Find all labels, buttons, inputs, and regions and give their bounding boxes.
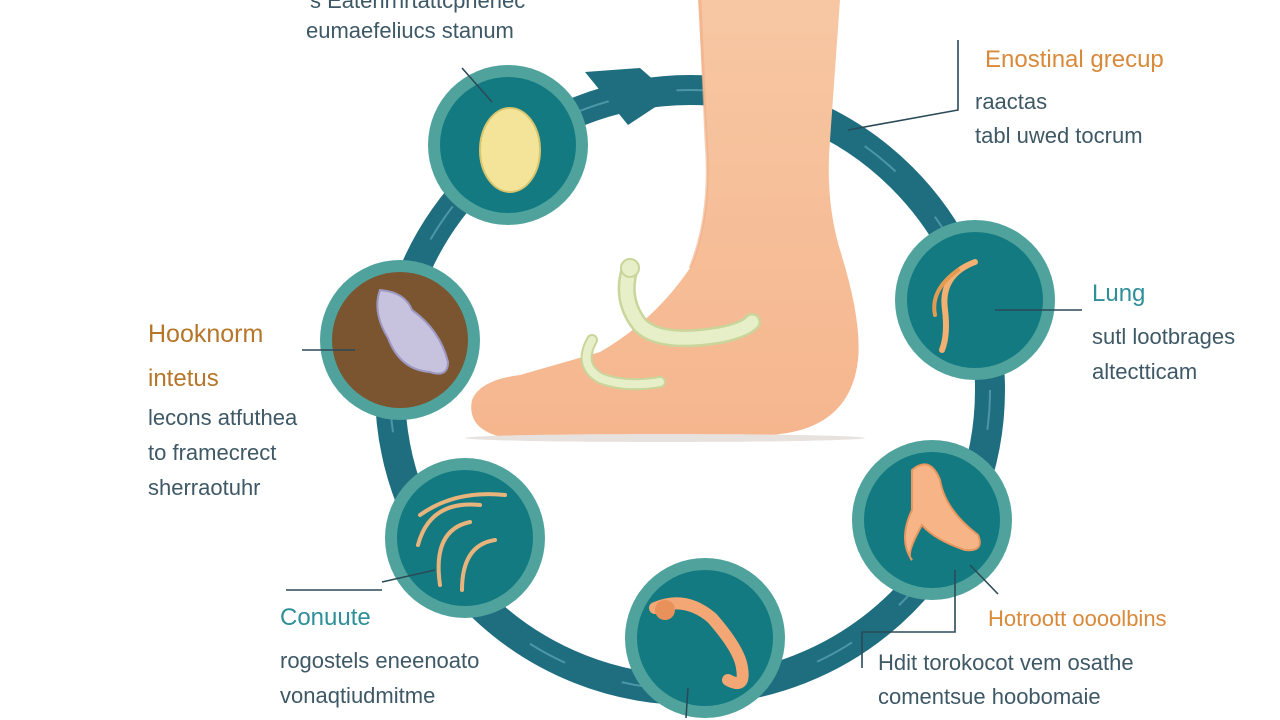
node-worm — [625, 558, 785, 718]
label-top-cut: s Eatenrhrtattcpnehec — [310, 0, 526, 13]
label-bottom-right-title: Hotroott oooolbins — [988, 606, 1167, 631]
node-lung — [895, 220, 1055, 380]
egg-icon — [479, 107, 541, 193]
label-left-line3: sherraotuhr — [148, 475, 261, 500]
soil-larva-icon — [904, 463, 981, 561]
node-soil-larva — [852, 440, 1012, 600]
label-top-right-line2: tabl uwed tocrum — [975, 123, 1143, 148]
cycle-arrow-head — [585, 68, 672, 125]
label-bottom-right-line2: comentsue hoobomaie — [878, 684, 1101, 709]
label-right-title: Lung — [1092, 280, 1146, 307]
label-left-line2: to framecrect — [148, 440, 277, 465]
hookworm-icon — [376, 288, 450, 375]
node-hookworm — [320, 260, 480, 420]
foot-illustration — [465, 0, 865, 442]
label-bottom-left-line1: rogostels eneenoato — [280, 648, 480, 673]
larva-icon — [416, 492, 507, 592]
label-top-left: eumaefeliucs stanum — [306, 18, 514, 43]
worm-illustration — [580, 258, 761, 391]
label-bottom-right-line1: Hdit torokocot vem osathe — [878, 650, 1134, 675]
label-right-line2: altectticam — [1092, 359, 1198, 384]
label-left-line1: lecons atfuthea — [148, 405, 298, 430]
label-bottom-left-title: Conuute — [280, 604, 371, 631]
worm-icon — [649, 597, 749, 689]
node-egg — [428, 65, 588, 225]
label-bottom-left-line2: vonaqtiudmitme — [280, 683, 436, 708]
node-larvae — [385, 458, 545, 618]
label-left-sub: intetus — [148, 365, 219, 392]
label-top-right-title: Enostinal grecup — [985, 46, 1164, 73]
label-right-line1: sutl lootbrages — [1092, 324, 1236, 349]
leader-lines — [286, 40, 1082, 719]
label-left-title: Hooknorm — [148, 320, 264, 348]
label-top-right-line1: raactas — [975, 89, 1048, 114]
